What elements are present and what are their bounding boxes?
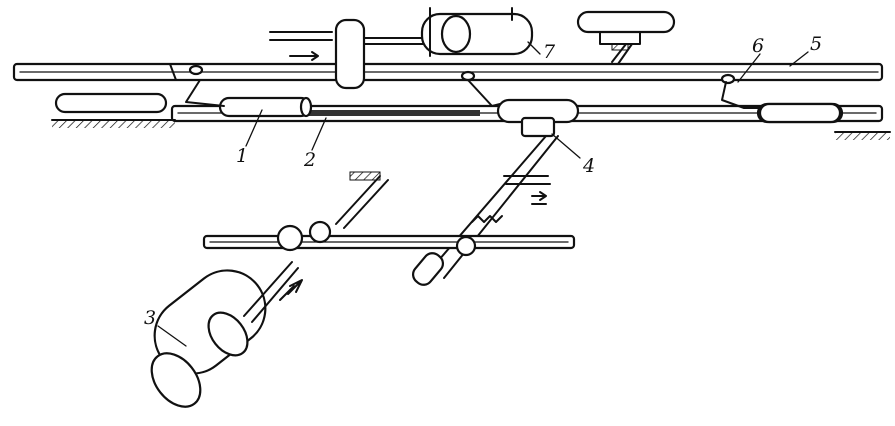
upper-cylinder-clamp (269, 7, 534, 90)
pinion-shaft (202, 171, 576, 257)
guide-rail-left (51, 92, 176, 128)
callout-2: 2 (303, 149, 316, 171)
callout-7: 7 (543, 41, 556, 63)
callout-6: 6 (752, 35, 764, 57)
clamp-detail (576, 10, 676, 65)
carriage-rack-drive (411, 98, 580, 286)
upper-transfer-bar (12, 62, 884, 85)
leader-lines (157, 41, 809, 347)
workpiece-right (758, 102, 842, 124)
callout-3: 3 (144, 307, 156, 329)
callout-1: 1 (236, 145, 248, 167)
callout-4: 4 (582, 155, 595, 177)
gripper-finger (185, 79, 761, 109)
callout-5: 5 (810, 33, 822, 55)
workpiece (218, 96, 313, 118)
lower-cylinder (150, 261, 303, 408)
